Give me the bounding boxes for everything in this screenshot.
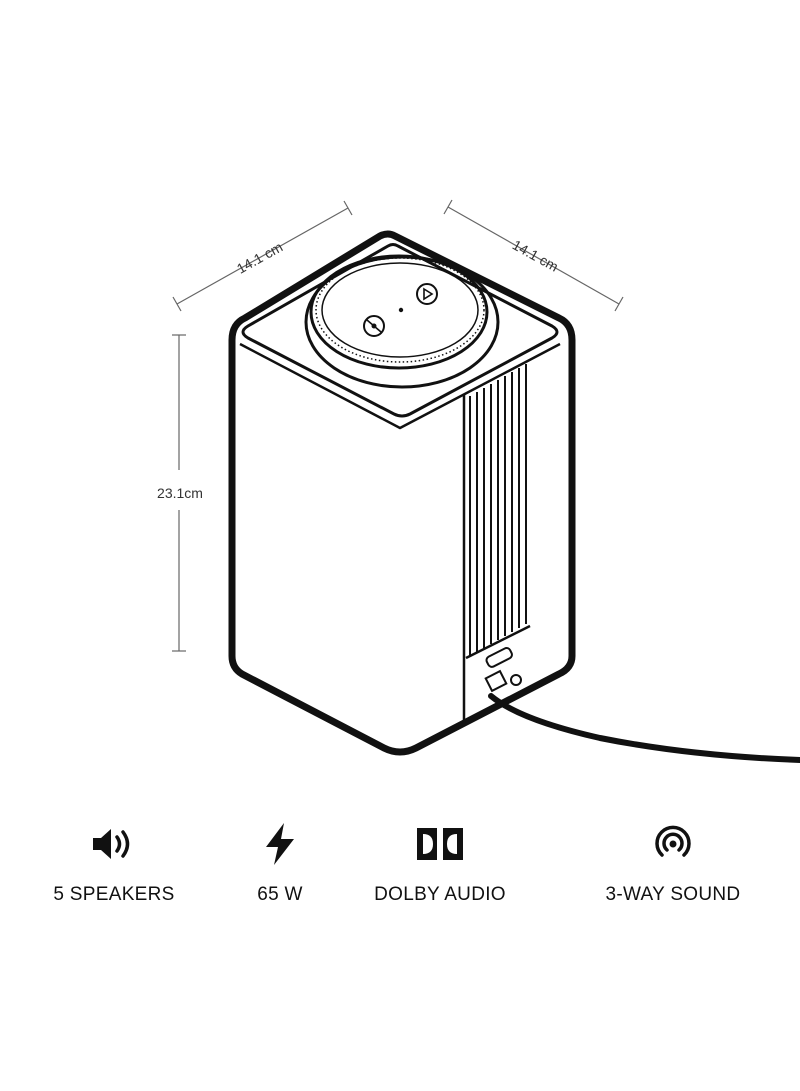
microphone-dot-icon (398, 307, 404, 313)
dolby-logo-icon (410, 818, 470, 870)
power-cable (488, 693, 800, 763)
top-control-disc (304, 254, 500, 389)
feature-speakers: 5 SPEAKERS (14, 818, 214, 906)
dimension-label-width-left: 14.1 cm (234, 239, 285, 277)
feature-power: 65 W (180, 818, 380, 906)
vent-slats (465, 364, 531, 660)
hdmi-port-icon (485, 647, 513, 668)
dimension-label-height: 23.1cm (157, 485, 203, 501)
dimension-line-height (172, 334, 186, 652)
mute-button-icon[interactable] (363, 315, 385, 337)
feature-label: DOLBY AUDIO (374, 884, 506, 905)
dimension-line-width-right (443, 199, 624, 312)
feature-three-way-sound: 3-WAY SOUND (573, 818, 773, 906)
speaker-body (228, 230, 576, 756)
dimension-line-width-left (172, 200, 353, 312)
feature-label: 3-WAY SOUND (605, 884, 741, 905)
feature-dolby: DOLBY AUDIO (340, 818, 540, 906)
power-jack-icon (510, 674, 522, 686)
action-button-icon[interactable] (416, 283, 438, 305)
dimension-label-width-right: 14.1 cm (510, 237, 561, 275)
feature-label: 5 SPEAKERS (53, 884, 175, 905)
lightning-bolt-icon (250, 818, 310, 870)
speaker-dimension-diagram: 14.1 cm 14.1 cm 23.1cm (157, 199, 800, 763)
broadcast-sound-icon (643, 818, 703, 870)
ethernet-port-icon (484, 669, 508, 693)
speaker-volume-icon (84, 818, 144, 870)
feature-label: 65 W (257, 884, 303, 905)
rear-ports (484, 647, 522, 693)
